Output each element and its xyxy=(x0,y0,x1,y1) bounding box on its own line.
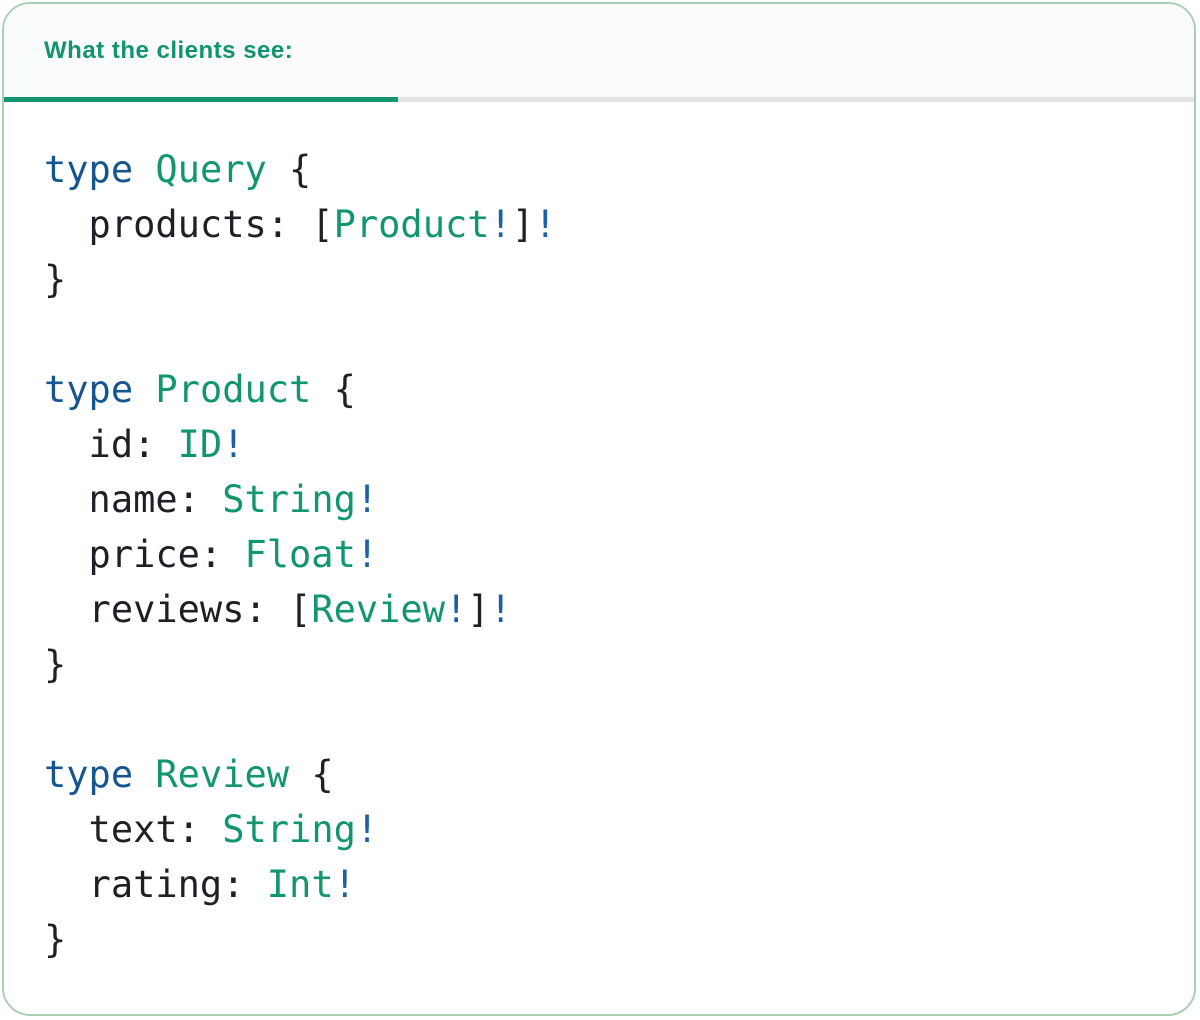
code-token-keyword: type xyxy=(44,753,134,796)
code-block-review: type Review { text: String! rating: Int!… xyxy=(44,747,1154,967)
code-line: products: [Product!]! xyxy=(44,197,1154,252)
code-token-plain xyxy=(133,368,155,411)
code-token-plain: id: xyxy=(44,423,178,466)
code-line: } xyxy=(44,637,1154,692)
code-line: id: ID! xyxy=(44,417,1154,472)
code-line: reviews: [Review!]! xyxy=(44,582,1154,637)
tab-bar-divider xyxy=(398,97,1194,102)
code-token-plain: ] xyxy=(467,588,490,631)
code-token-plain xyxy=(133,148,155,191)
code-token-type: Float xyxy=(244,533,356,576)
code-token-plain: rating: xyxy=(44,863,267,906)
tab-what-clients-see[interactable]: What the clients see: xyxy=(4,4,398,97)
code-token-type: Int xyxy=(266,863,334,906)
code-line: name: String! xyxy=(44,472,1154,527)
code-token-plain: text: xyxy=(44,808,223,851)
code-token-plain: products: [ xyxy=(44,203,334,246)
code-token-bang: ! xyxy=(444,588,468,631)
code-token-plain: } xyxy=(44,918,67,961)
code-token-plain: name: xyxy=(44,478,223,521)
code-token-type: String xyxy=(222,478,356,521)
tab-label: What the clients see: xyxy=(44,36,294,64)
code-token-bang: ! xyxy=(534,203,557,246)
code-line: } xyxy=(44,912,1154,967)
code-token-type: Review xyxy=(311,588,445,631)
code-token-bang: ! xyxy=(489,203,512,246)
code-token-type: String xyxy=(222,808,356,851)
code-token-plain: ] xyxy=(511,203,535,246)
code-line: } xyxy=(44,252,1154,307)
code-line: type Review { xyxy=(44,747,1154,802)
active-tab-underline xyxy=(4,97,398,102)
code-token-plain: } xyxy=(44,258,67,301)
code-token-bang: ! xyxy=(489,588,512,631)
code-token-bang: ! xyxy=(355,478,379,521)
code-line: price: Float! xyxy=(44,527,1154,582)
code-token-plain: { xyxy=(266,148,312,191)
code-line: type Query { xyxy=(44,142,1154,197)
code-token-type: Review xyxy=(155,753,290,796)
code-token-bang: ! xyxy=(355,808,379,851)
code-token-type: Product xyxy=(155,368,312,411)
code-token-type: Product xyxy=(333,203,490,246)
tab-bar: What the clients see: xyxy=(4,4,1194,97)
code-block-query: type Query { products: [Product!]!} xyxy=(44,142,1154,307)
code-token-plain: { xyxy=(311,368,356,411)
code-token-plain: } xyxy=(44,643,67,686)
code-token-keyword: type xyxy=(44,148,134,191)
graphql-schema-code: type Query { products: [Product!]!}type … xyxy=(4,102,1194,967)
code-token-plain: price: xyxy=(44,533,245,576)
code-token-plain: { xyxy=(289,753,334,796)
tab-underline-row xyxy=(4,97,1194,102)
code-line: rating: Int! xyxy=(44,857,1154,912)
code-token-keyword: type xyxy=(44,368,134,411)
code-token-type: Query xyxy=(155,148,267,191)
code-token-bang: ! xyxy=(355,533,379,576)
code-token-plain: reviews: [ xyxy=(44,588,312,631)
code-block-product: type Product { id: ID! name: String! pri… xyxy=(44,362,1154,692)
code-line: text: String! xyxy=(44,802,1154,857)
code-token-bang: ! xyxy=(222,423,245,466)
code-line: type Product { xyxy=(44,362,1154,417)
code-token-type: ID xyxy=(177,423,223,466)
code-token-bang: ! xyxy=(333,863,356,906)
code-token-plain xyxy=(133,753,155,796)
